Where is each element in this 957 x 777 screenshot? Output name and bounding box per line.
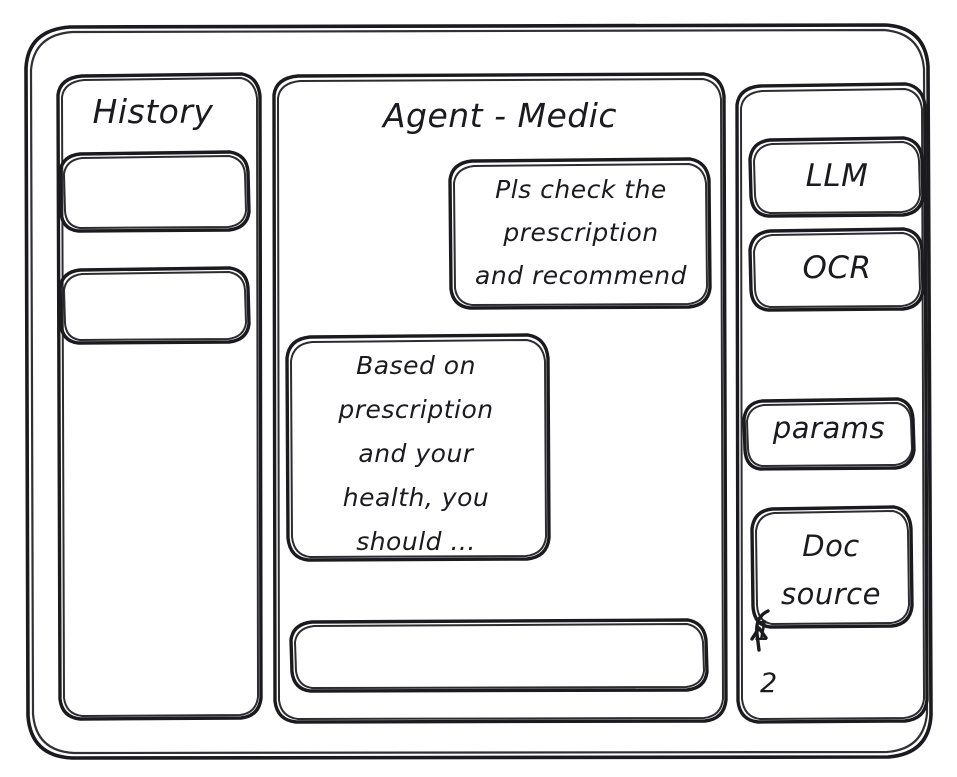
agent-message-text: Based on prescription and your health, y… [338,351,494,556]
user-message-bubble-outline [448,157,712,310]
tools-panel-outline [735,82,929,724]
doc-source-label: Doc source [781,529,881,611]
ocr-button-label: OCR [802,250,872,286]
history-item-1-outline [58,150,251,233]
composer-input-outline [289,618,709,693]
user-message-bubble [450,159,710,308]
history-item-2[interactable] [58,268,249,343]
llm-button-outline [748,136,925,218]
doc-source-item-1[interactable]: 1 [754,616,772,647]
params-button[interactable] [744,399,914,469]
doc-source-item-2[interactable]: 2 [760,668,778,699]
history-item-1[interactable] [58,152,249,231]
agent-message-bubble [287,335,549,560]
composer-input[interactable] [291,620,707,691]
doc-source-button[interactable] [752,507,912,627]
history-panel-outline [56,72,263,721]
doc-source-connector [750,609,770,652]
params-button-outline [742,397,916,471]
llm-button-label: LLM [805,158,869,194]
llm-button[interactable] [750,138,923,216]
ocr-button-outline [748,227,925,312]
params-button-label: params [772,411,886,445]
doc-source-box-outline [750,505,914,629]
user-message-text: Pls check the prescription and recommend [475,175,687,290]
agent-message-bubble-outline [285,333,551,562]
window-frame [24,23,933,760]
history-panel-title: History [92,92,214,131]
agent-panel-title: Agent - Medic [382,96,618,135]
agent-panel-outline [272,72,728,724]
ocr-button[interactable] [750,229,923,310]
history-item-2-outline [58,266,251,345]
